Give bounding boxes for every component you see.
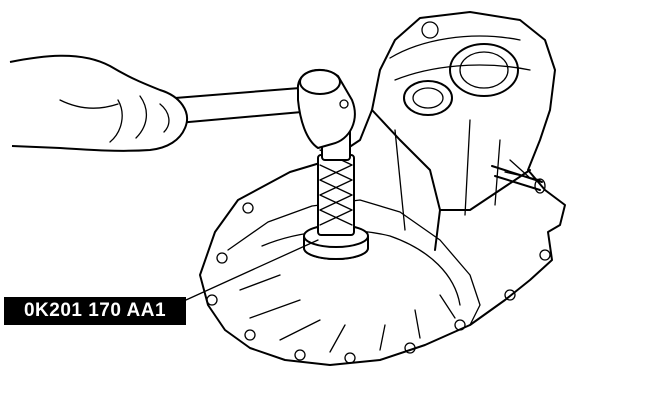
callout-leader-line xyxy=(185,239,319,301)
hand xyxy=(9,54,188,152)
transmission-case xyxy=(199,11,566,366)
tool-number-label: 0K201 170 AA1 xyxy=(4,297,186,325)
hammer xyxy=(149,68,356,149)
